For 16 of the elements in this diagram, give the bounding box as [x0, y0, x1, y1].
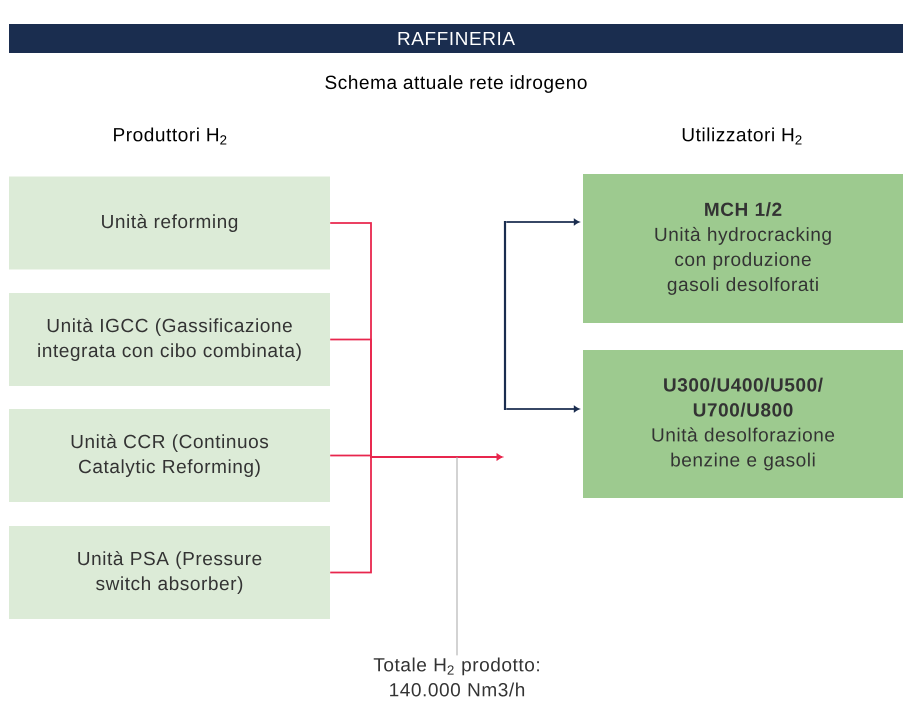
producer-box: Unità IGCC (Gassificazione integrata con cibo combinata): [9, 293, 330, 386]
subtitle: Schema attuale rete idrogeno: [325, 75, 587, 93]
column-heading: Utilizzatori H$_{2}$: [682, 127, 802, 145]
flow-arrow: [506, 218, 580, 226]
producer-box: Unità reforming: [9, 176, 330, 270]
consumer-box: U300/U400/U500/ U700/U800 Unità desolforazione benzine e gasoli: [583, 350, 903, 498]
flow-arrow: [330, 454, 502, 574]
column-heading: Produttori H$_{2}$: [114, 127, 226, 145]
flow-arrow: [506, 406, 580, 412]
leader-line: [456, 456, 458, 656]
header-bar: RAFFINERIA: [9, 24, 903, 53]
consumer-box: MCH 1/2 Unità hydrocracking con produzione gasoli desolforati: [583, 174, 903, 323]
producer-box: Unità CCR (Continuos Catalytic Reforming): [9, 409, 330, 502]
total-note: Totale H$_{2}$ prodotto: 140.000 Nm3/h: [374, 658, 539, 696]
producer-box: Unità PSA (Pressure switch absorber): [9, 526, 330, 619]
trunk-line: [504, 221, 506, 410]
